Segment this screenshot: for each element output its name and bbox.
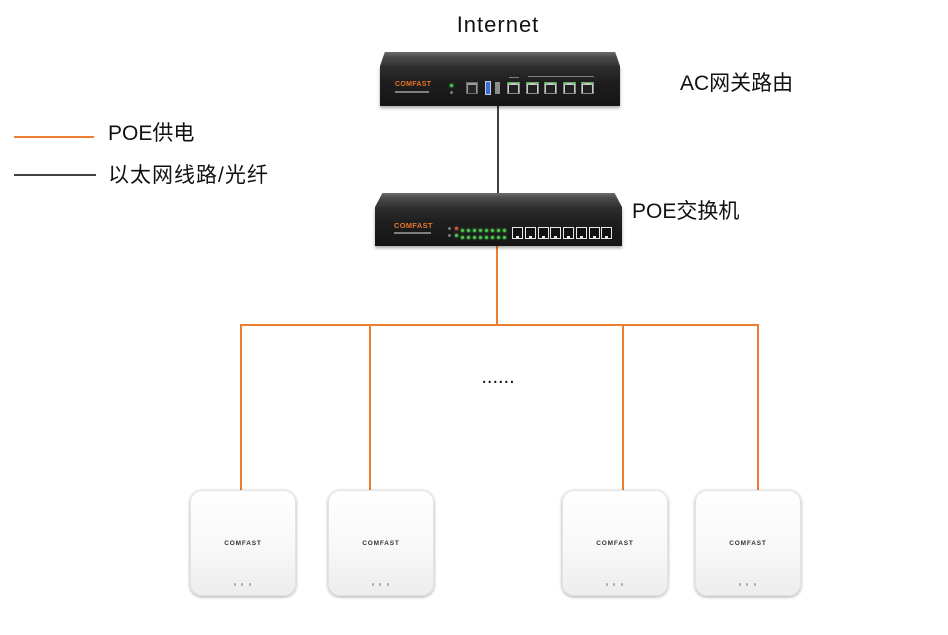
switch-port-led-icon (485, 236, 488, 239)
router-port-label-print (509, 77, 519, 78)
switch-label: POE交换机 (632, 200, 740, 223)
router-console-port-icon (466, 82, 478, 94)
switch-front-panel: COMFAST (375, 207, 622, 246)
router-lan-bracket-print (528, 76, 594, 77)
router-front-panel: COMFAST (380, 66, 620, 106)
access-point-2: COMFAST (328, 490, 434, 596)
switch-system-led-icon (455, 227, 458, 230)
switch-port-led-icon (467, 229, 470, 232)
switch-ethernet-port-icon (524, 227, 536, 239)
switch-port-led-icon (491, 229, 494, 232)
access-point-1: COMFAST (190, 490, 296, 596)
ap-indicator-icon (621, 583, 623, 586)
router-usb-port-icon (485, 81, 491, 95)
switch-port-led-icon (503, 229, 506, 232)
switch-model-print (394, 232, 431, 234)
ap-indicator-icon (372, 583, 374, 586)
ap-indicator-icon (739, 583, 741, 586)
router-power-led-icon (450, 84, 453, 87)
ap-indicator-icon (249, 583, 251, 586)
switch-port-led-icon (479, 229, 482, 232)
router-model-print (395, 91, 429, 93)
switch-port-led-icon (467, 236, 470, 239)
internet-label: Internet (456, 12, 540, 37)
ap-brand-logo: COMFAST (596, 540, 634, 547)
switch-ethernet-port-icon (537, 227, 549, 239)
ap-indicator-icon (234, 583, 236, 586)
poe-switch: COMFAST (375, 193, 622, 246)
access-point-3: COMFAST (562, 490, 668, 596)
ap-brand-logo: COMFAST (224, 540, 262, 547)
more-aps-ellipsis: ...... (481, 366, 515, 388)
router-brand-logo: COMFAST (395, 81, 432, 88)
switch-ethernet-port-icon (601, 227, 613, 239)
router-ethernet-port-icon (544, 82, 558, 94)
switch-port-led-icon (503, 236, 506, 239)
switch-system-led-icon (448, 234, 451, 237)
access-point-4: COMFAST (695, 490, 801, 596)
ap-indicator-icon (746, 583, 748, 586)
router-status-led-icon (450, 91, 453, 94)
ap-indicator-icon (606, 583, 608, 586)
ap-indicator-icon (241, 583, 243, 586)
router-ethernet-port-icon (525, 82, 539, 94)
legend-item-ethernet-label: 以太网线路/光纤 (108, 164, 269, 187)
switch-ethernet-port-icon (575, 227, 587, 239)
router-label: AC网关路由 (680, 72, 794, 95)
switch-port-led-icon (479, 236, 482, 239)
switch-system-led-icon (455, 234, 458, 237)
switch-ethernet-port-icon (563, 227, 574, 239)
switch-port-led-icon (485, 229, 488, 232)
switch-port-led-icon (461, 229, 464, 232)
switch-top-panel (375, 193, 622, 207)
router-top-panel (380, 52, 620, 66)
legend-item-poe-label: POE供电 (108, 122, 195, 145)
switch-port-led-icon (491, 236, 494, 239)
switch-ethernet-port-icon (550, 227, 562, 239)
ap-indicator-icon (754, 583, 756, 586)
ac-gateway-router: COMFAST (380, 52, 620, 106)
router-ethernet-port-icon (562, 82, 576, 94)
ap-brand-logo: COMFAST (729, 540, 767, 547)
switch-port-led-icon (473, 229, 476, 232)
ap-brand-logo: COMFAST (362, 540, 400, 547)
router-ethernet-port-icon (507, 82, 520, 94)
ap-indicator-icon (613, 583, 615, 586)
switch-brand-logo: COMFAST (394, 221, 433, 230)
ap-indicator-icon (387, 583, 389, 586)
switch-port-led-icon (497, 229, 500, 232)
switch-ethernet-port-icon (512, 227, 523, 239)
router-ethernet-port-icon (581, 82, 595, 94)
switch-port-led-icon (497, 236, 500, 239)
router-reset-port-icon (495, 82, 500, 94)
switch-port-led-icon (473, 236, 476, 239)
ap-indicator-icon (379, 583, 381, 586)
switch-ethernet-port-icon (588, 227, 600, 239)
switch-system-led-icon (448, 227, 451, 230)
switch-port-led-icon (461, 236, 464, 239)
